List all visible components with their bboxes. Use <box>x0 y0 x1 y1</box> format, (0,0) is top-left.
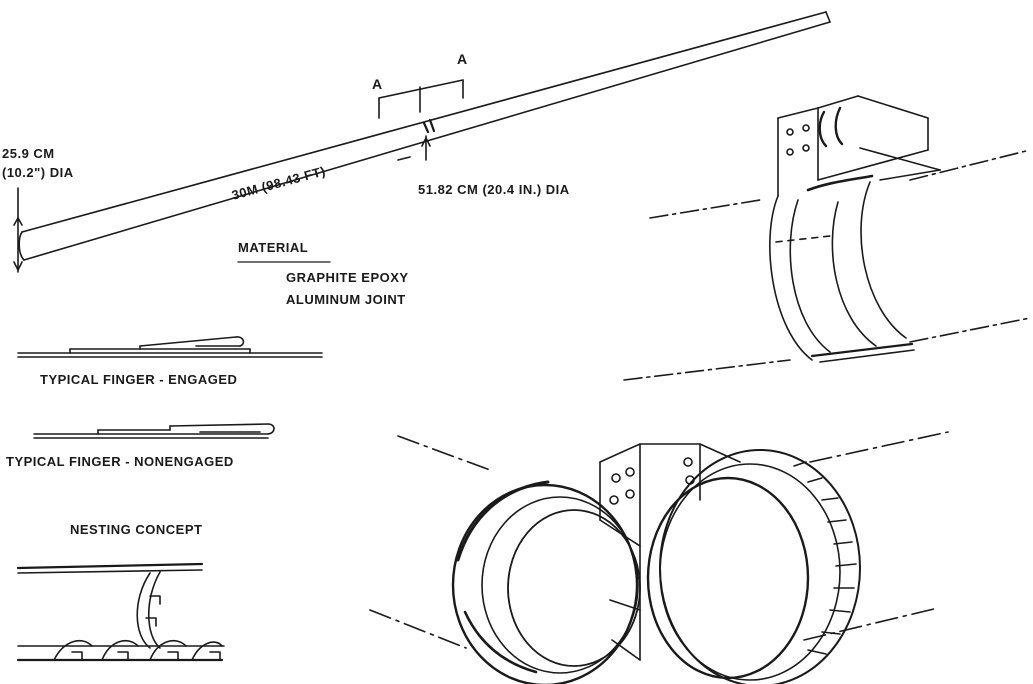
nesting-concept-caption: NESTING CONCEPT <box>70 522 203 537</box>
finger-nonengaged-caption: TYPICAL FINGER - NONENGAGED <box>6 454 234 469</box>
tapered-beam <box>18 11 831 261</box>
nesting-concept-drawing <box>16 562 225 662</box>
double-ring-joint-drawing <box>369 431 949 684</box>
small-diameter-label-line1: 25.9 CM <box>2 146 55 161</box>
finger-engaged-caption: TYPICAL FINGER - ENGAGED <box>40 372 238 387</box>
material-aluminum-joint: ALUMINUM JOINT <box>286 292 406 307</box>
finger-nonengaged-drawing <box>33 423 275 439</box>
section-mark-left: A <box>372 76 383 92</box>
section-a-marks <box>378 79 464 119</box>
clamp-joint-drawing <box>623 95 1031 381</box>
section-mark-right: A <box>457 51 468 67</box>
large-diameter-label: 51.82 CM (20.4 IN.) DIA <box>418 182 570 197</box>
small-diameter-dimension <box>13 187 23 273</box>
large-diameter-dimension <box>397 135 431 161</box>
material-heading: MATERIAL <box>238 240 309 255</box>
small-diameter-label-line2: (10.2") DIA <box>2 165 74 180</box>
material-graphite-epoxy: GRAPHITE EPOXY <box>286 270 409 285</box>
finger-engaged-drawing <box>17 336 323 358</box>
